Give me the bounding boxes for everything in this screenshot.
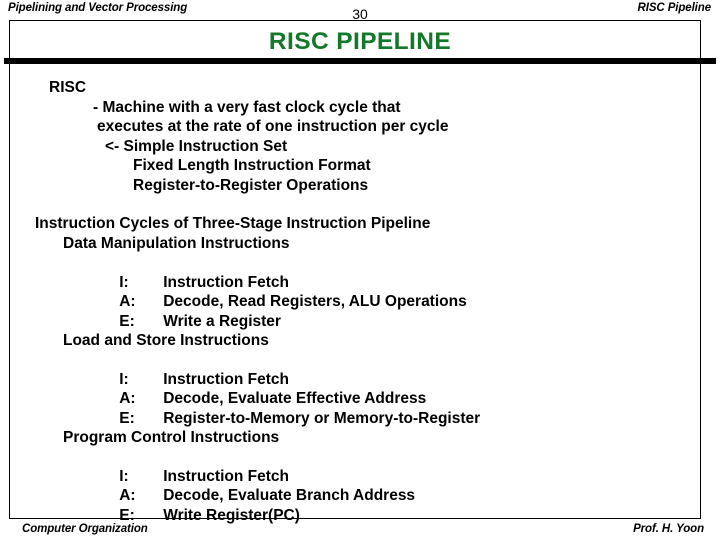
stage-text: Register-to-Memory or Memory-to-Register xyxy=(163,409,481,427)
stage-text: Write a Register xyxy=(163,312,281,330)
stage-key: I: xyxy=(119,467,129,485)
stage-text: Instruction Fetch xyxy=(163,370,289,388)
stage-row: E: Write Register(PC) xyxy=(0,486,720,524)
risc-line-3: <- Simple Instruction Set xyxy=(105,137,288,155)
stage-row: A: Decode, Evaluate Branch Address xyxy=(0,467,720,504)
stage-text: Decode, Evaluate Effective Address xyxy=(163,390,427,407)
stage-row: I: Instruction Fetch xyxy=(0,253,720,291)
stage-key: A: xyxy=(119,487,136,504)
group-heading-load-store: Load and Store Instructions xyxy=(63,331,269,349)
stage-text: Decode, Evaluate Branch Address xyxy=(163,487,416,504)
stage-row: I: Instruction Fetch xyxy=(0,350,720,388)
header-topic-title: RISC Pipeline xyxy=(637,2,712,14)
risc-line-5: Register-to-Register Operations xyxy=(133,176,369,194)
group-heading-data-manipulation: Data Manipulation Instructions xyxy=(63,234,290,252)
stage-key: E: xyxy=(119,409,135,427)
slide-title: RISC PIPELINE xyxy=(268,28,452,55)
stage-row: E: Write a Register xyxy=(0,292,720,330)
slide-page-number: 30 xyxy=(352,6,368,22)
stage-key: E: xyxy=(119,506,135,524)
stage-row: A: Decode, Evaluate Effective Address xyxy=(0,370,720,407)
title-divider-rule xyxy=(4,58,716,64)
risc-heading: RISC xyxy=(49,79,87,96)
risc-line-4: Fixed Length Instruction Format xyxy=(133,157,371,174)
cycles-heading: Instruction Cycles of Three-Stage Instru… xyxy=(35,215,431,232)
stage-text: Instruction Fetch xyxy=(163,273,289,291)
risc-line-1: - Machine with a very fast clock cycle t… xyxy=(93,98,401,116)
slide-body: RISC - Machine with a very fast clock cy… xyxy=(0,78,720,524)
stage-key: A: xyxy=(119,390,136,407)
stage-key: I: xyxy=(119,370,129,388)
footer-course-name: Computer Organization xyxy=(22,523,148,535)
stage-text: Write Register(PC) xyxy=(163,506,300,524)
stage-key: E: xyxy=(119,312,135,330)
stage-row: E: Register-to-Memory or Memory-to-Regist… xyxy=(0,389,720,427)
spacer xyxy=(0,195,720,214)
slide-frame xyxy=(9,20,701,519)
stage-row: A: Decode, Read Registers, ALU Operations xyxy=(0,273,720,310)
stage-text: Decode, Read Registers, ALU Operations xyxy=(163,293,467,310)
risc-line-2: executes at the rate of one instruction … xyxy=(97,118,449,135)
header-course-title: Pipelining and Vector Processing xyxy=(8,2,188,14)
stage-row: I: Instruction Fetch xyxy=(0,447,720,485)
stage-text: Instruction Fetch xyxy=(163,467,289,485)
stage-key: I: xyxy=(119,273,129,291)
stage-key: A: xyxy=(119,293,136,310)
footer-author: Prof. H. Yoon xyxy=(633,523,704,535)
group-heading-program-control: Program Control Instructions xyxy=(63,428,280,446)
